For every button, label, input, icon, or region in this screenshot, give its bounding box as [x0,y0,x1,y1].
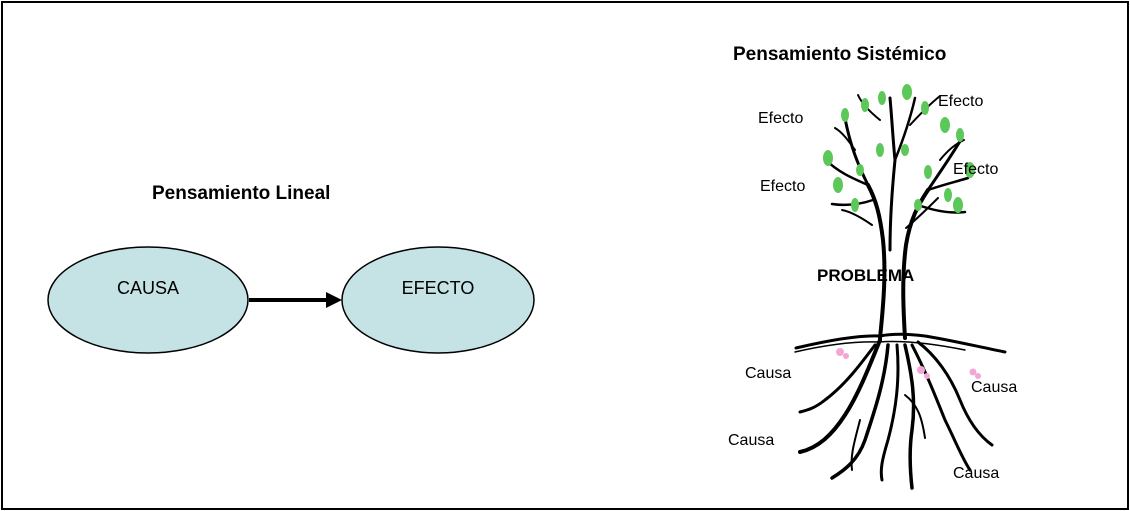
cause-label: Causa [971,379,1018,396]
effect-label: Efecto [938,93,984,110]
cause-label: Causa [728,432,775,449]
cause-effect-arrow [249,292,342,308]
effect-node-label: EFECTO [401,278,475,298]
tree-leaves [823,84,975,213]
effect-label: Efecto [758,110,804,127]
effect-label: Efecto [760,178,806,195]
systemic-thinking-title: Pensamiento Sistémico [733,44,947,65]
cause-ellipse [47,246,249,354]
problem-label: PROBLEMA [817,266,915,285]
root-blossoms [836,348,981,379]
effect-ellipse [341,246,535,354]
effect-label: Efecto [953,161,999,178]
cause-label: Causa [745,365,792,382]
linear-thinking-title: Pensamiento Lineal [152,183,331,204]
cause-label: Causa [953,465,1000,482]
cause-node-label: CAUSA [116,278,179,298]
